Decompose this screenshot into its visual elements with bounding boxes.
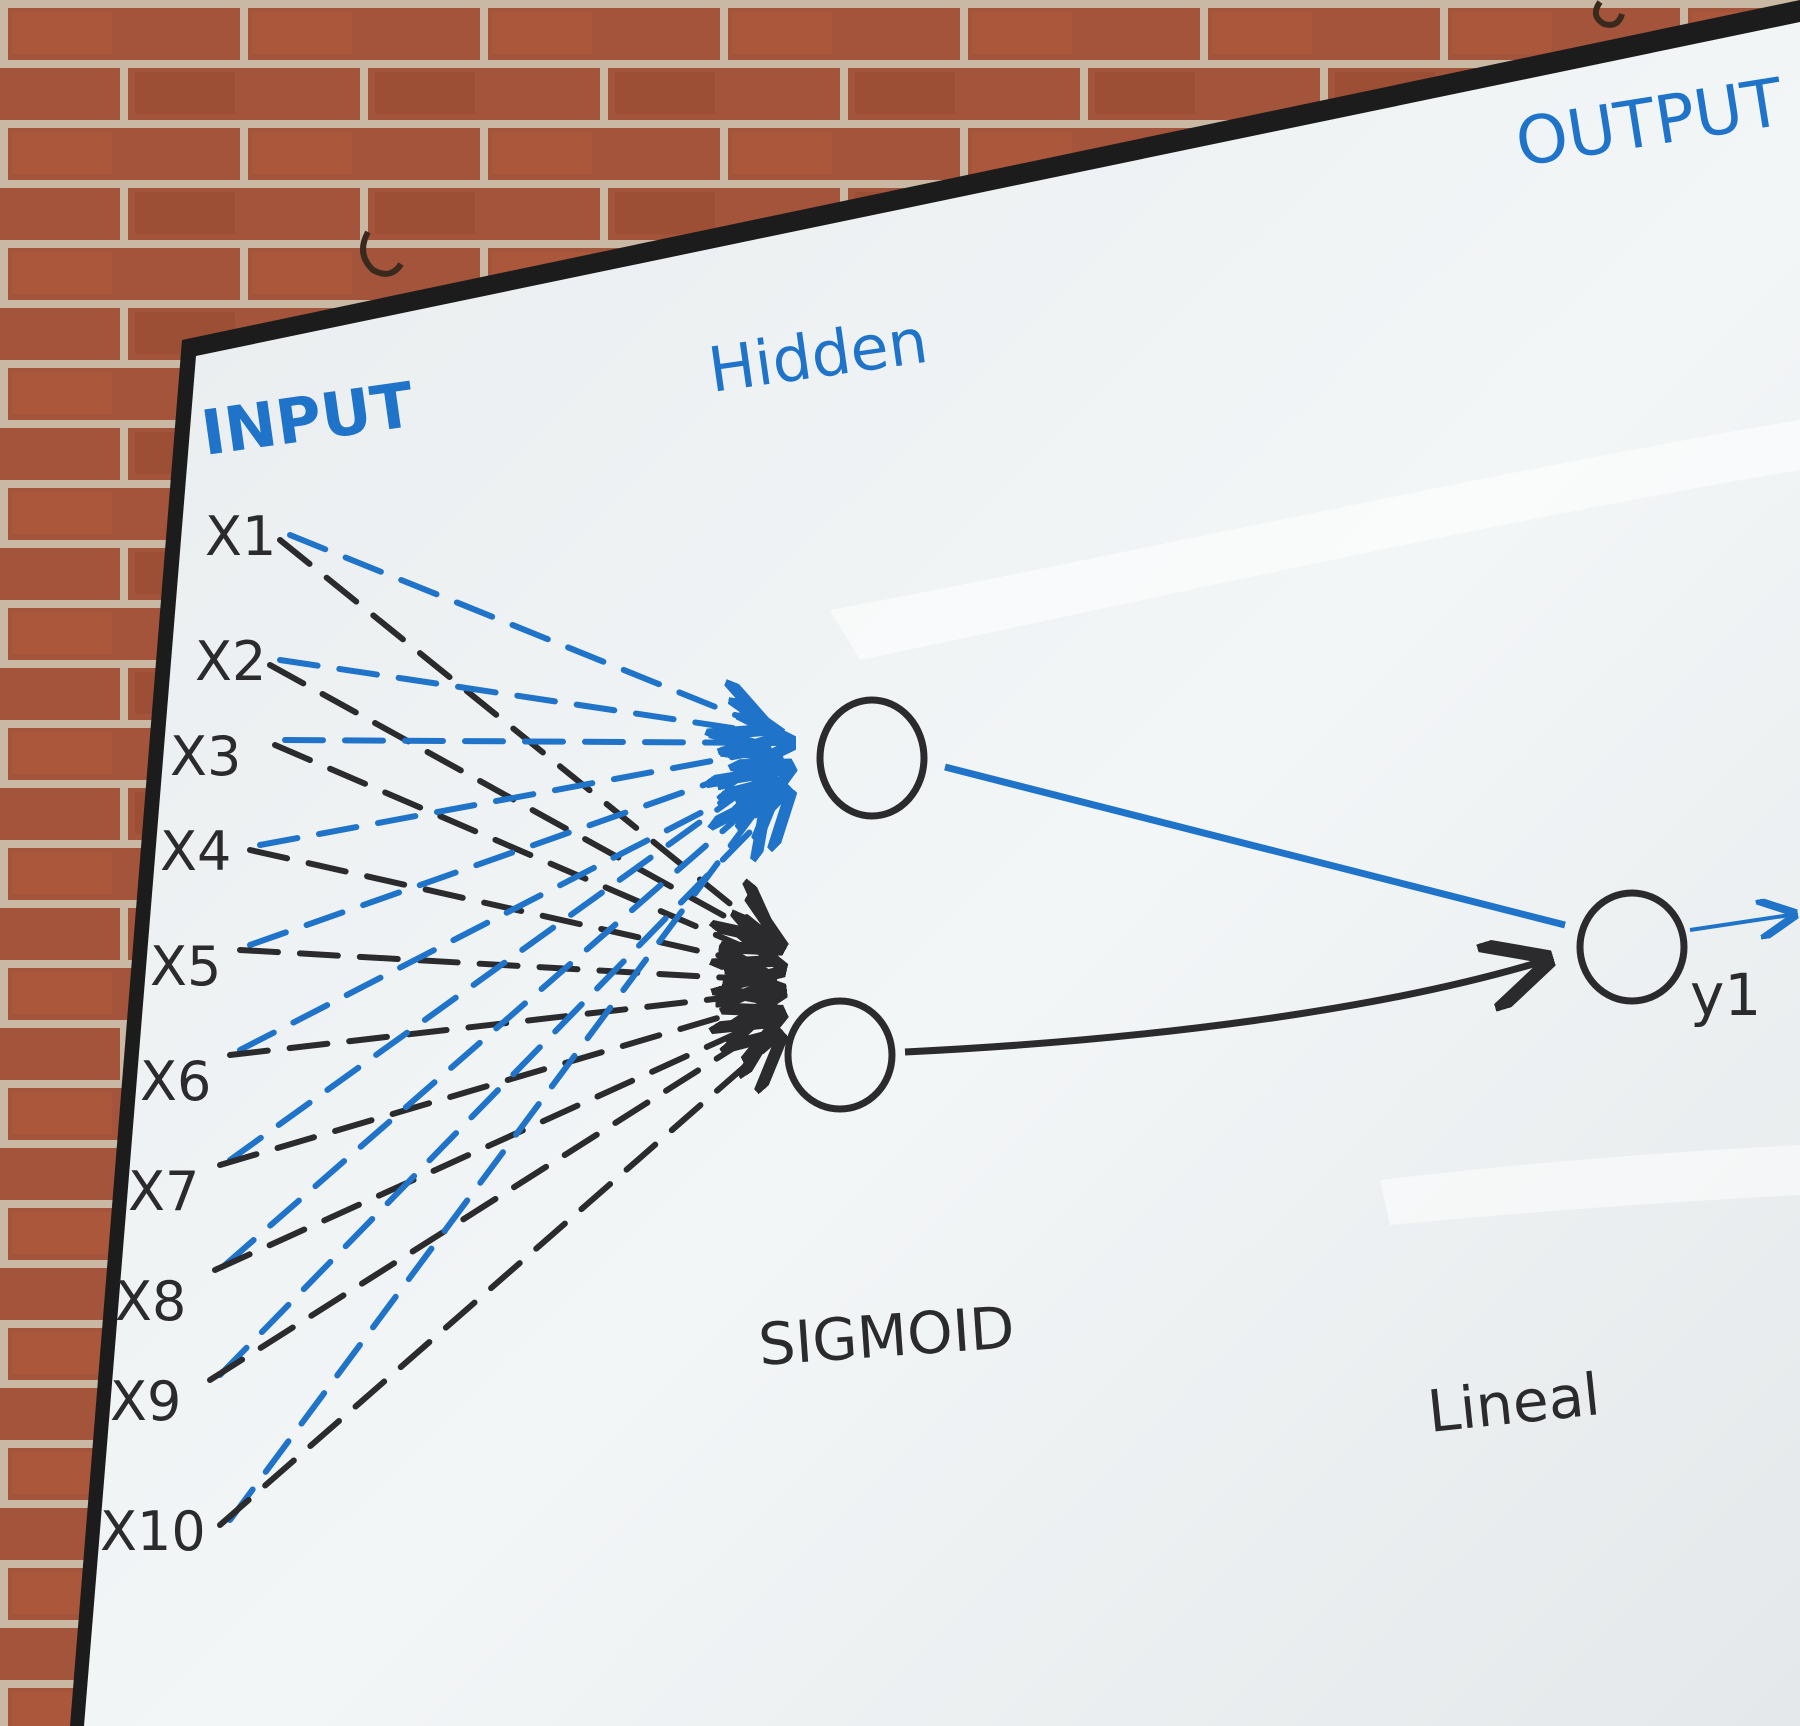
edge-input-3-hidden-1 <box>282 740 784 743</box>
input-label-10: X10 <box>100 1500 206 1563</box>
output-arrow <box>1689 915 1790 930</box>
edge-input-10-hidden-1 <box>227 806 760 1523</box>
edge-input-1-hidden-1 <box>287 532 760 725</box>
output-neuron <box>1576 889 1688 1005</box>
edge-hidden2-output <box>904 962 1540 1056</box>
edge-input-9-hidden-2 <box>207 1028 765 1383</box>
input-label-8: X8 <box>115 1270 186 1333</box>
input-label-2: X2 <box>195 630 266 693</box>
hook-icon <box>360 230 404 277</box>
edge-input-8-hidden-1 <box>222 788 772 1268</box>
edge-input-2-hidden-2 <box>267 662 775 944</box>
board-glare <box>1380 1145 1800 1225</box>
edge-input-7-hidden-2 <box>217 1004 765 1168</box>
input-label-1: X1 <box>205 505 276 568</box>
board-glare <box>830 420 1800 660</box>
input-label-9: X9 <box>110 1370 181 1433</box>
input-label-4: X4 <box>160 820 231 883</box>
output-label: y1 <box>1690 961 1761 1029</box>
edge-hidden1-output <box>944 763 1566 929</box>
edge-input-8-hidden-2 <box>212 1016 775 1273</box>
input-label-6: X6 <box>140 1050 211 1113</box>
edge-input-4-hidden-1 <box>257 752 760 848</box>
whiteboard-surface <box>84 22 1800 1726</box>
input-label-7: X7 <box>128 1160 199 1223</box>
input-label-3: X3 <box>170 725 241 788</box>
connections <box>207 532 784 1528</box>
hook-icon <box>1592 0 1625 28</box>
hidden-neuron-2 <box>784 997 896 1113</box>
edge-input-9-hidden-1 <box>217 797 784 1378</box>
edge-input-6-hidden-1 <box>237 770 784 1053</box>
edge-input-5-hidden-1 <box>247 761 772 948</box>
input-label-5: X5 <box>150 935 221 998</box>
edge-input-7-hidden-1 <box>227 779 760 1163</box>
edge-input-10-hidden-2 <box>217 1040 775 1528</box>
edge-input-2-hidden-1 <box>277 657 772 734</box>
hidden-neuron-1 <box>816 696 928 820</box>
edge-input-3-hidden-2 <box>272 742 765 956</box>
